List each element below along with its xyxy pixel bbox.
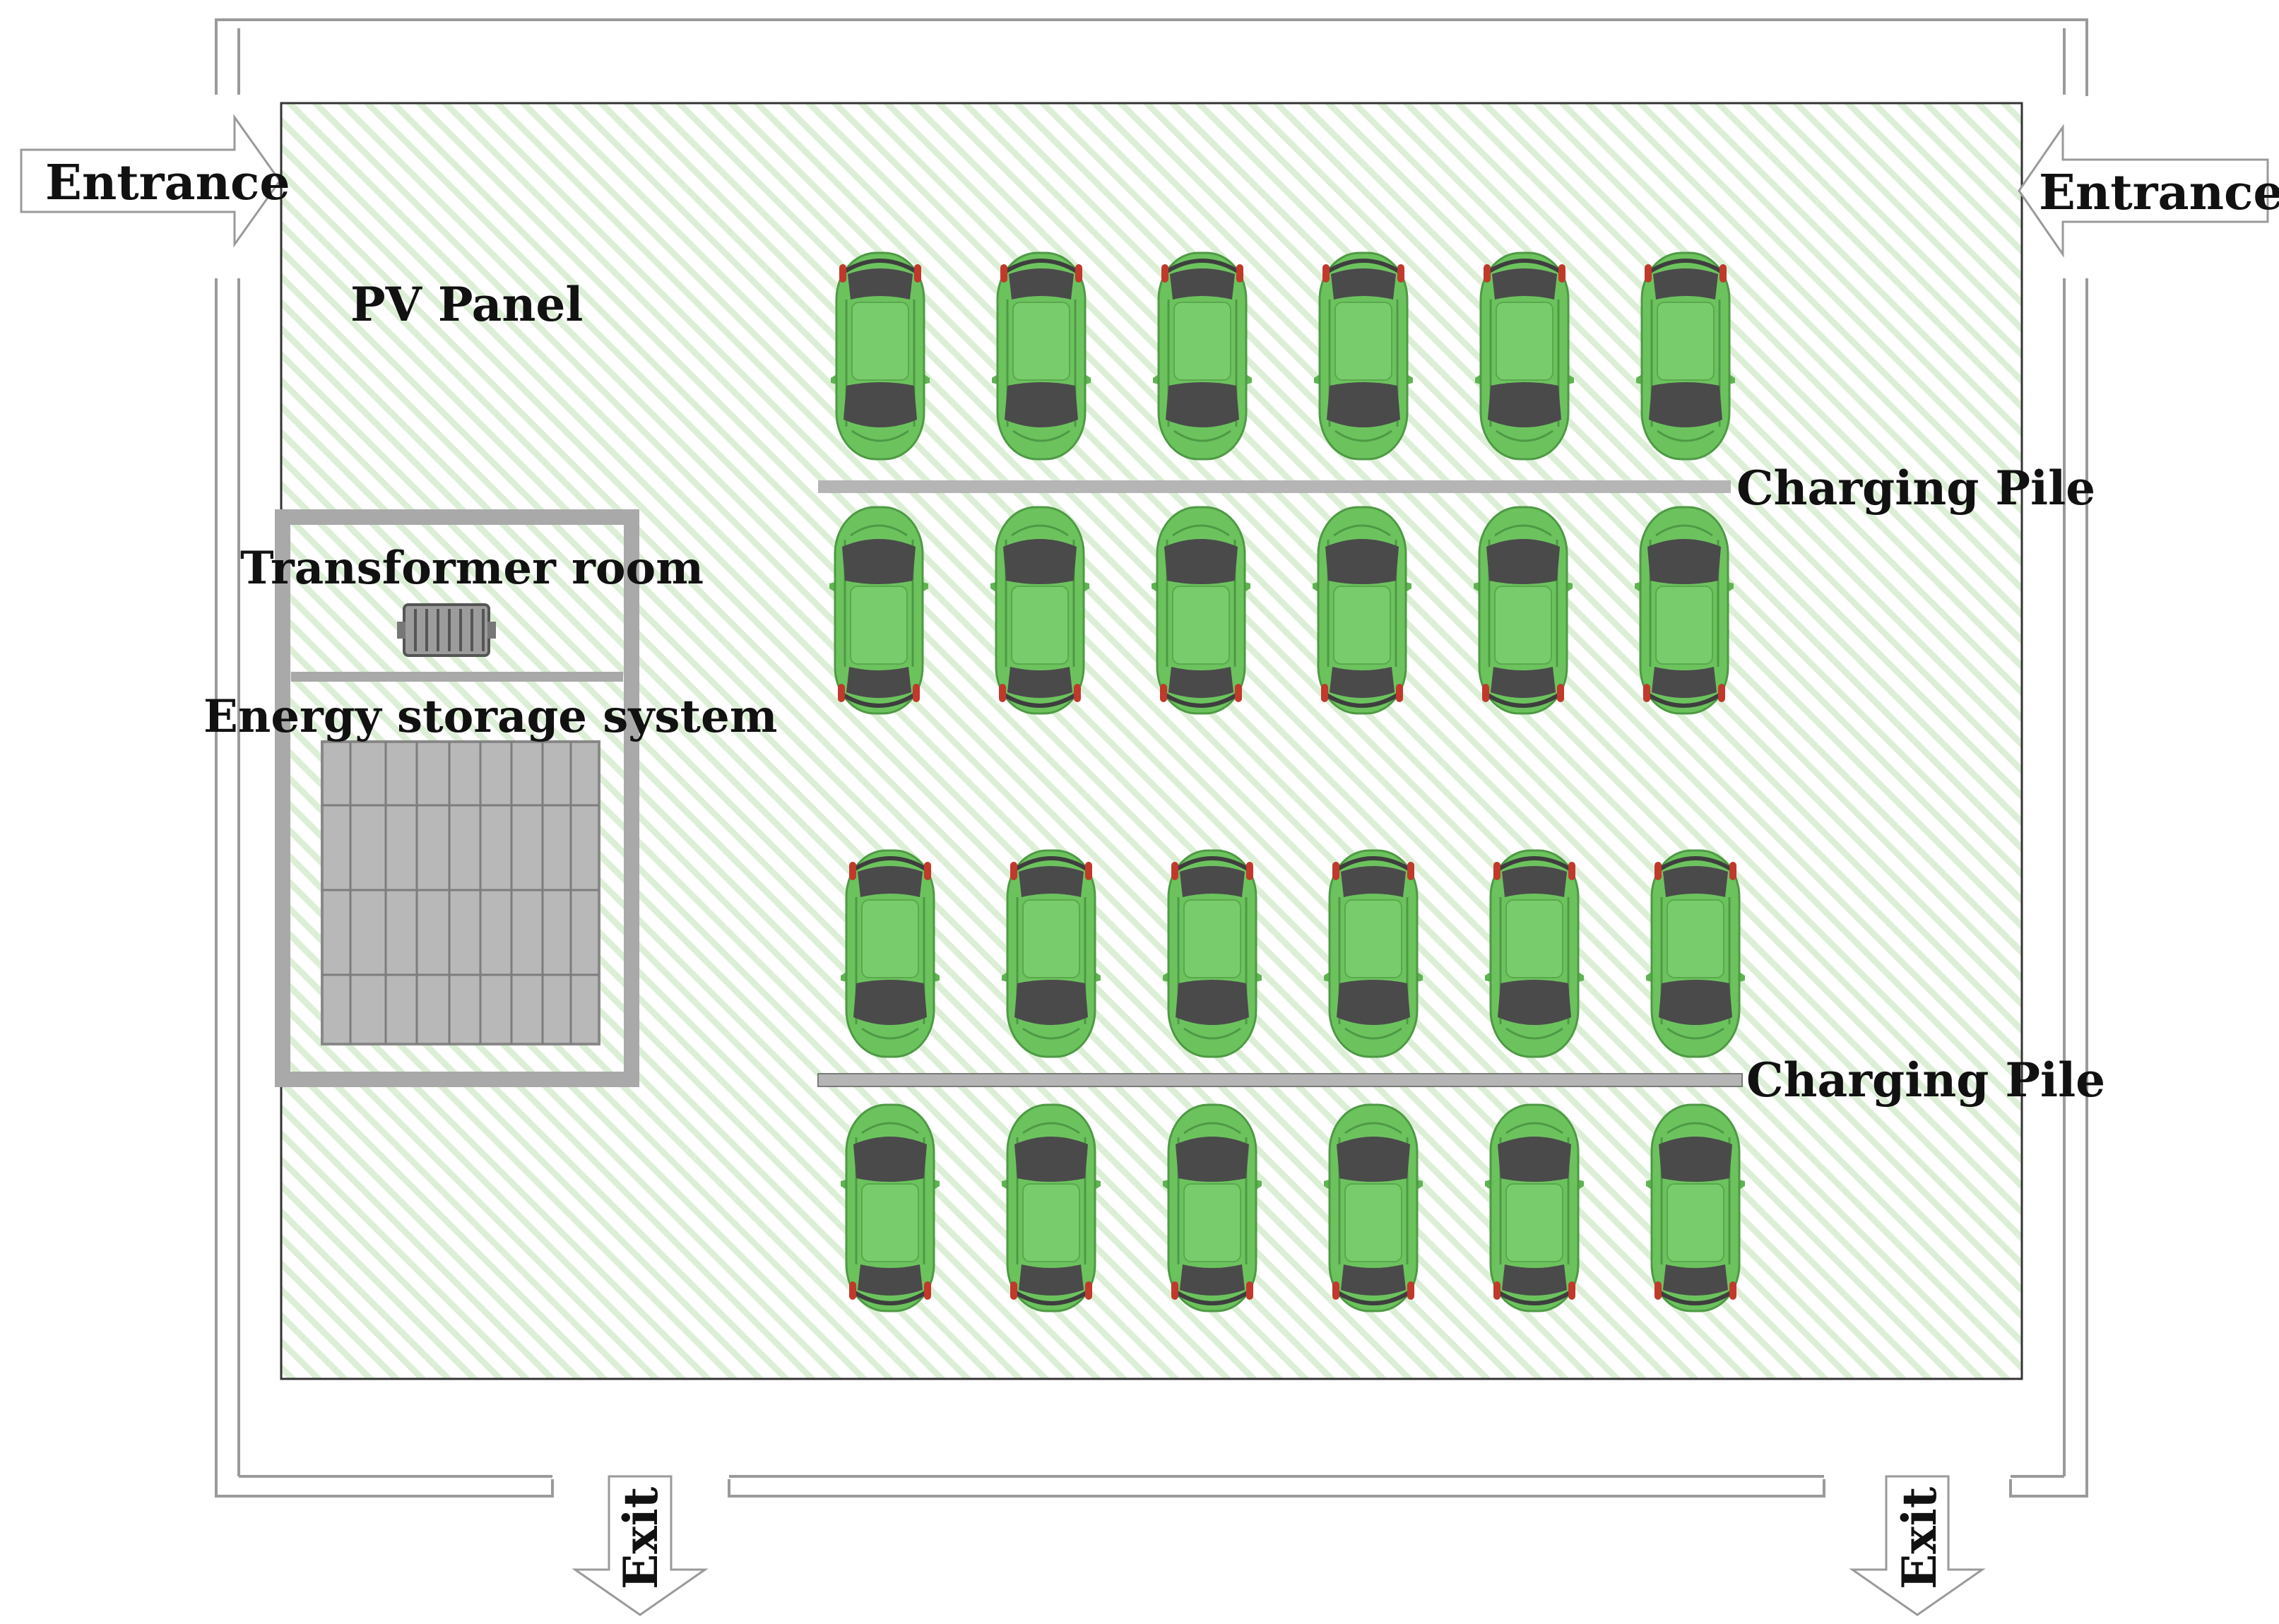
- car-row-2-1: [824, 507, 934, 713]
- car-row-3-6: [1640, 850, 1751, 1057]
- car-row-1-1: [825, 253, 935, 459]
- car-row-2-3: [1146, 507, 1256, 713]
- exit-right-arrow: [1849, 1475, 1986, 1616]
- car-row-2-4: [1307, 507, 1417, 713]
- car-row-3-2: [996, 850, 1106, 1057]
- charging-pile-bottom-label: Charging Pile: [1746, 1053, 2105, 1108]
- entrance-left-arrow: [20, 114, 281, 248]
- car-row-3-5: [1479, 850, 1590, 1057]
- pv-panel-label: PV Panel: [350, 277, 583, 332]
- entrance-right-arrow: [2018, 124, 2269, 258]
- car-row-1-5: [1469, 253, 1580, 459]
- car-row-4-3: [1157, 1105, 1267, 1311]
- car-row-3-3: [1157, 850, 1267, 1057]
- charging-pile-bottom: [817, 1073, 1743, 1087]
- energy-storage-battery-bank: [321, 740, 600, 1045]
- car-row-4-4: [1318, 1105, 1428, 1311]
- car-row-3-4: [1318, 850, 1428, 1057]
- car-row-1-4: [1308, 253, 1419, 459]
- energy-storage-label: Energy storage system: [203, 690, 777, 743]
- car-row-1-6: [1630, 253, 1741, 459]
- car-row-4-5: [1479, 1105, 1590, 1311]
- exit-left-label: Exit: [613, 1486, 668, 1589]
- car-row-1-2: [986, 253, 1096, 459]
- exit-right-label: Exit: [1892, 1486, 1947, 1589]
- car-row-4-1: [835, 1105, 945, 1311]
- entrance-right-label: Entrance: [2039, 165, 2279, 221]
- car-row-2-2: [985, 507, 1095, 713]
- charging-pile-top: [818, 480, 1731, 493]
- transformer-icon: [397, 603, 496, 657]
- transformer-and-storage-building: Transformer room Energy storage system: [203, 509, 777, 1087]
- transformer-room-label: Transformer room: [240, 542, 704, 595]
- car-row-2-5: [1468, 507, 1578, 713]
- car-row-4-2: [996, 1105, 1106, 1311]
- outer-wall: [215, 18, 2088, 1498]
- entrance-left-label: Entrance: [45, 155, 290, 211]
- car-row-1-3: [1147, 253, 1257, 459]
- car-row-3-1: [835, 850, 945, 1057]
- car-row-2-6: [1629, 507, 1739, 713]
- car-row-4-6: [1640, 1105, 1751, 1311]
- charging-pile-top-label: Charging Pile: [1736, 461, 2095, 516]
- exit-left-arrow: [572, 1475, 709, 1616]
